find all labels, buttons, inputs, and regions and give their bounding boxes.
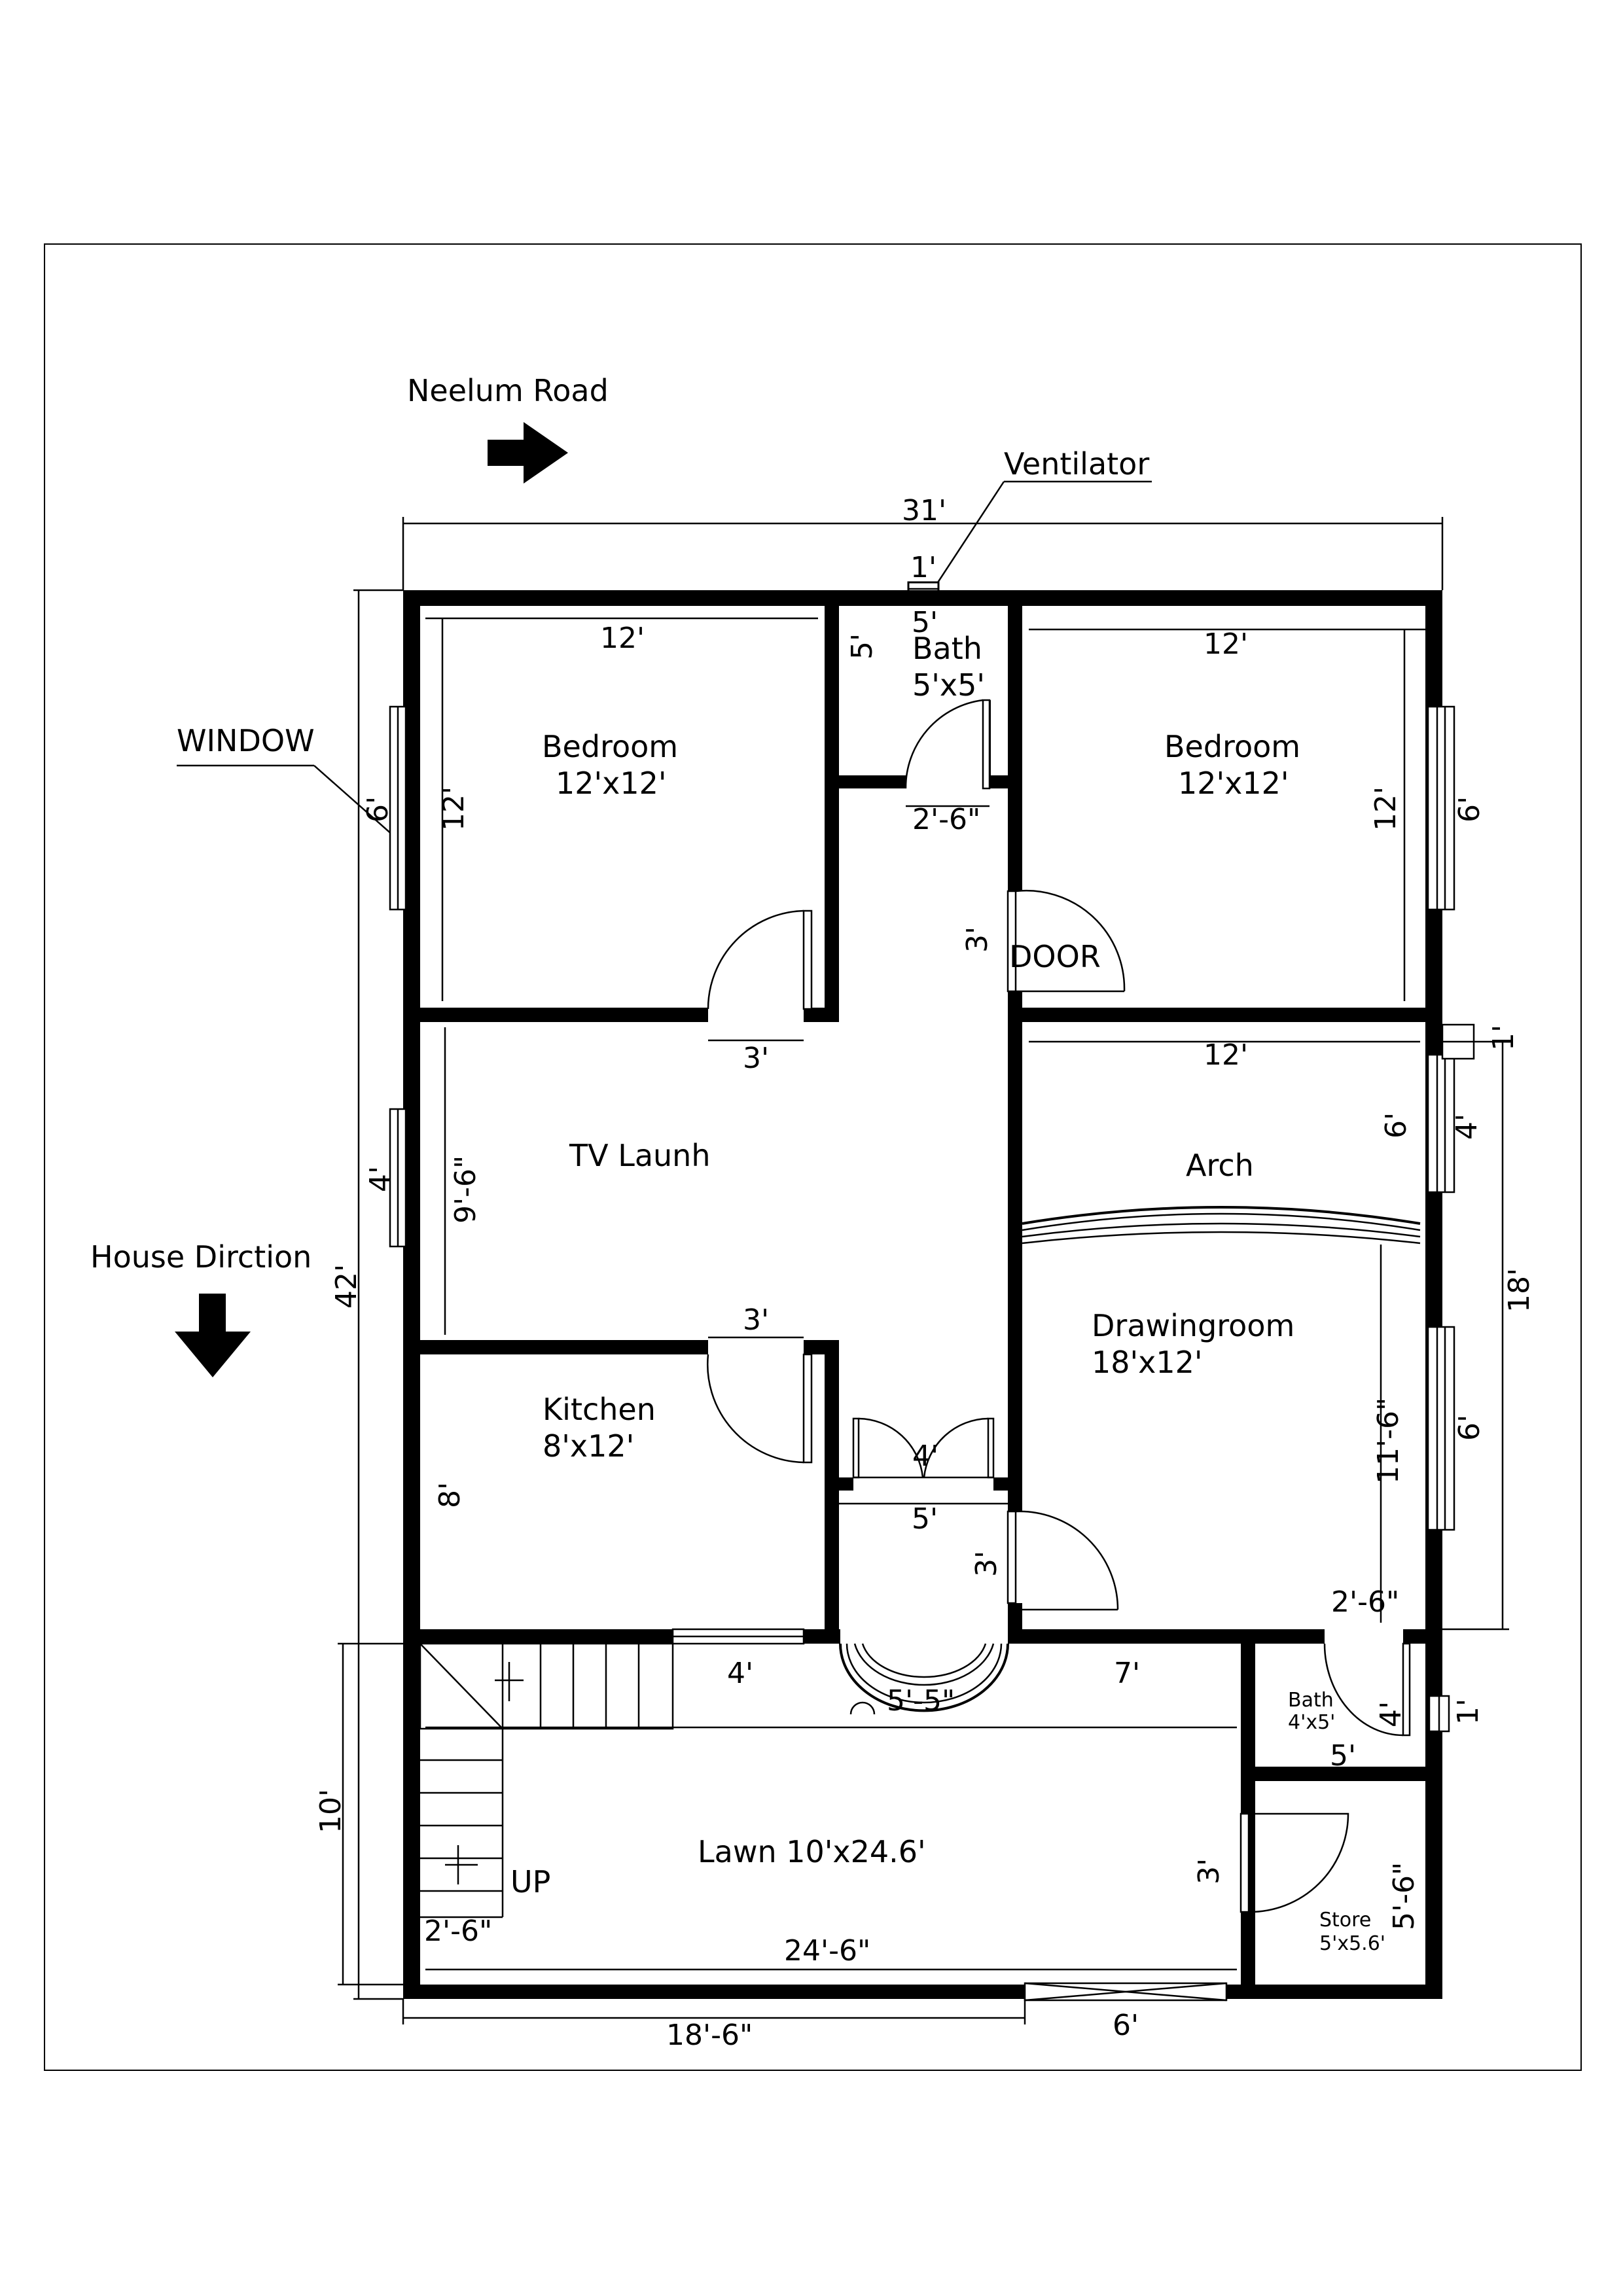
door-kitchen bbox=[707, 1353, 813, 1464]
dim-kitchen-door: 3' bbox=[743, 1303, 769, 1337]
dim-bath-door: 2'-6" bbox=[912, 803, 980, 836]
arrow-right-icon bbox=[488, 422, 568, 484]
door-bath-small bbox=[1323, 1642, 1411, 1737]
dim-drawing-window: 6' bbox=[1453, 1415, 1486, 1441]
dim-bath-small-ledge: 1' bbox=[1452, 1699, 1485, 1725]
dim-front-wall: 18'-6" bbox=[666, 2019, 753, 2052]
bedroom-right-name: Bedroom bbox=[1164, 729, 1300, 764]
dim-total-depth: 42' bbox=[330, 1264, 363, 1309]
dim-lawn-opening: 7' bbox=[1114, 1657, 1140, 1690]
door-store bbox=[1240, 1812, 1349, 1913]
dim-bedroom-right-depth: 12' bbox=[1369, 786, 1402, 831]
dim-arch-width: 12' bbox=[1204, 1038, 1248, 1072]
dim-total-width: 31' bbox=[902, 494, 946, 527]
bath-small-size: 4'x5' bbox=[1288, 1711, 1335, 1734]
arch-name: Arch bbox=[1186, 1148, 1254, 1183]
dim-store-depth: 5'-6" bbox=[1387, 1862, 1421, 1930]
dim-arch-window: 4' bbox=[1450, 1114, 1484, 1140]
kitchen-name: Kitchen bbox=[543, 1392, 656, 1427]
door-bedroom-left bbox=[707, 910, 813, 1010]
dim-bath-width: 5' bbox=[912, 606, 938, 639]
bedroom-left-name: Bedroom bbox=[542, 729, 678, 764]
window-bedroom-right bbox=[1427, 705, 1455, 911]
dim-bath-small-door: 2'-6" bbox=[1331, 1585, 1399, 1619]
bath-small-name: Bath bbox=[1288, 1689, 1334, 1712]
bedroom-right-size: 12'x12' bbox=[1178, 766, 1289, 801]
road-label: Neelum Road bbox=[407, 373, 609, 408]
window-bath-small bbox=[1428, 1695, 1450, 1733]
sheet-border bbox=[44, 243, 1582, 2071]
dim-entrance: 5'-5" bbox=[887, 1684, 955, 1718]
window-label: WINDOW bbox=[177, 723, 315, 758]
ventilator-label: Ventilator bbox=[1004, 446, 1149, 482]
window-drawing bbox=[1427, 1326, 1455, 1531]
dim-gate: 6' bbox=[1113, 2009, 1139, 2042]
arch-curve bbox=[1022, 1206, 1421, 1245]
store-size: 5'x5.6' bbox=[1319, 1932, 1385, 1955]
dim-passage-door: 4' bbox=[912, 1439, 938, 1473]
walls bbox=[403, 590, 1442, 1999]
dim-store-door: 3' bbox=[1192, 1858, 1226, 1884]
drawing-room-size: 18'x12' bbox=[1092, 1345, 1203, 1380]
dim-stair-width: 2'-6" bbox=[424, 1915, 492, 1948]
gate bbox=[1024, 1982, 1228, 2002]
door-label: DOOR bbox=[1009, 939, 1101, 974]
dim-bedroom-left-window: 6' bbox=[361, 796, 395, 822]
dim-passage-width: 5' bbox=[912, 1502, 938, 1536]
dim-drawing-total: 18' bbox=[1503, 1268, 1536, 1313]
dim-bath-depth: 5' bbox=[846, 633, 879, 660]
dim-arch-ledge: 1' bbox=[1487, 1025, 1520, 1051]
dim-arch-depth: 6' bbox=[1380, 1112, 1413, 1139]
dim-bedroom-left-width: 12' bbox=[600, 622, 645, 655]
window-bedroom-left bbox=[389, 705, 407, 911]
dim-tv-window: 4' bbox=[364, 1166, 397, 1192]
dim-bedroom-right-width: 12' bbox=[1204, 627, 1248, 661]
dim-bath-small-depth: 4' bbox=[1374, 1701, 1408, 1727]
arrow-down-icon bbox=[175, 1294, 251, 1377]
dim-bedroom-left-door: 3' bbox=[743, 1042, 769, 1075]
dim-bath-small-width: 5' bbox=[1330, 1739, 1356, 1773]
dim-tv-depth: 9'-6" bbox=[449, 1156, 482, 1224]
dim-ventilator-width: 1' bbox=[910, 551, 936, 584]
stair-up-label: UP bbox=[510, 1864, 550, 1899]
door-passage bbox=[839, 1417, 1008, 1505]
store-name: Store bbox=[1319, 1909, 1371, 1932]
door-drawing bbox=[1007, 1510, 1119, 1611]
bath-top-name: Bath bbox=[912, 631, 982, 666]
tv-lounge-name: TV Launh bbox=[569, 1138, 710, 1173]
door-bath-top bbox=[904, 699, 991, 790]
dim-drawing-depth: 11'-6" bbox=[1372, 1398, 1405, 1484]
dim-drawing-door: 3' bbox=[970, 1551, 1003, 1577]
dim-bedroom-right-door: 3' bbox=[961, 927, 994, 953]
door-entrance bbox=[839, 1643, 1009, 1715]
window-tv bbox=[389, 1108, 407, 1248]
dim-bedroom-left-depth: 12' bbox=[437, 786, 471, 831]
bedroom-left-size: 12'x12' bbox=[556, 766, 667, 801]
bath-top-size: 5'x5' bbox=[912, 667, 985, 703]
dim-bedroom-right-window: 6' bbox=[1453, 796, 1486, 822]
drawing-room-name: Drawingroom bbox=[1092, 1308, 1294, 1343]
window-stair bbox=[671, 1628, 805, 1645]
dim-lawn-depth: 10' bbox=[314, 1789, 348, 1833]
lawn-name: Lawn 10'x24.6' bbox=[698, 1834, 926, 1869]
dimension-lines bbox=[338, 517, 1509, 2024]
door-bedroom-right bbox=[1007, 889, 1126, 993]
inner-lines bbox=[425, 617, 1425, 1971]
house-direction-label: House Dirction bbox=[90, 1239, 312, 1275]
window-arch bbox=[1427, 1053, 1455, 1193]
dim-lawn-width: 24'-6" bbox=[784, 1934, 870, 1968]
dim-kitchen-depth: 8' bbox=[433, 1482, 467, 1508]
dim-stair-window: 4' bbox=[727, 1657, 753, 1690]
kitchen-size: 8'x12' bbox=[543, 1428, 634, 1464]
staircase bbox=[419, 1642, 674, 1918]
